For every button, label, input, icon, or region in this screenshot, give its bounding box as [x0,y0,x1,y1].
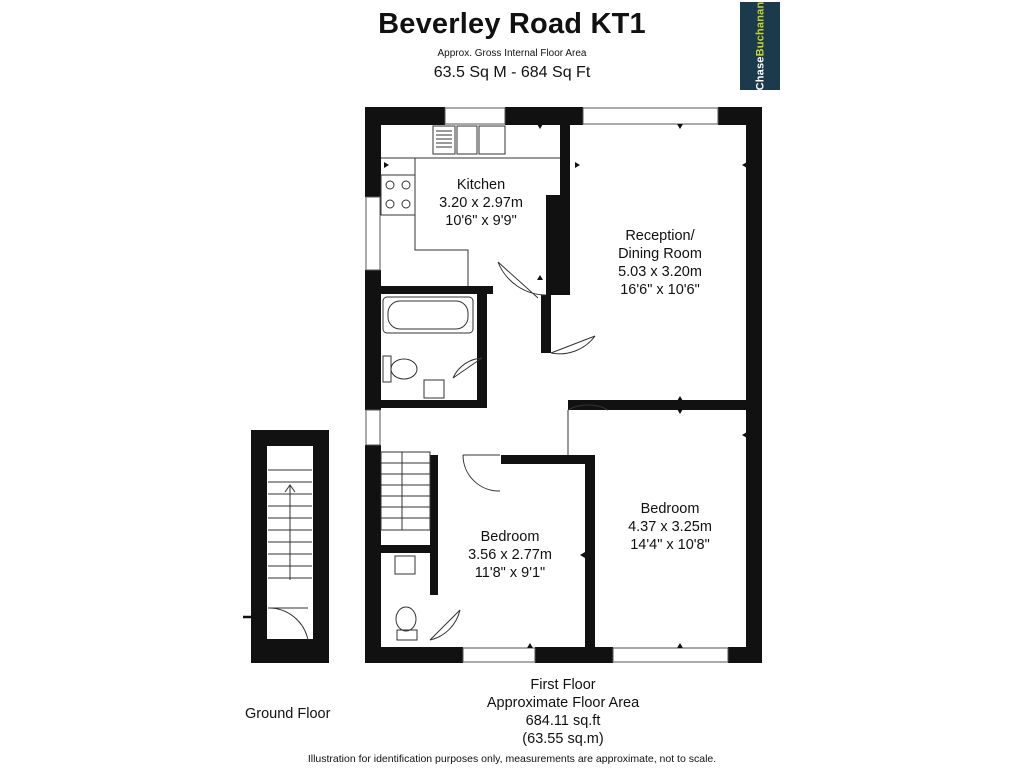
walls [251,107,762,663]
wall-top-left [365,107,445,125]
dimension-arrows [384,124,747,648]
hob-ring [401,199,411,209]
bathtub [382,296,474,334]
room-size-metric: 3.20 x 2.97m [439,195,523,211]
plan-title: Beverley Road KT1 [378,8,646,40]
room-name: Kitchen [456,177,506,193]
window-kitchen-left [365,196,381,271]
room-size-imperial: 16'6" x 10'6" [620,282,700,298]
room-name-line1: Reception/ [625,228,695,244]
first-floor-name: First Floor [530,677,596,693]
hob-ring [401,180,411,190]
wall-bottom-right [728,647,762,663]
plan-subtitle: Approx. Gross Internal Floor Area [437,48,587,59]
first-floor-area-label: Approximate Floor Area [486,695,640,711]
room-label-bedroom-large: Bedroom 4.37 x 3.25m 14'4" x 10'8" [605,500,735,554]
basin [423,379,445,399]
toilet-cistern [382,355,392,383]
wall-left-lower [365,445,381,663]
room-name: Bedroom [640,501,700,517]
door-ensuite [429,609,461,641]
sink-bowl-2 [478,125,506,155]
ground-wall-left [251,430,267,663]
room-label-bedroom-small: Bedroom 3.56 x 2.77m 11'8" x 9'1" [450,528,570,582]
door-reception [550,335,596,355]
first-floor-sqm: (63.55 sq.m) [522,731,604,747]
total-area: 63.5 Sq M - 684 Sq Ft [433,64,591,81]
wall-left-upper [365,107,381,197]
hob [380,174,416,216]
first-floor-sqft: 684.11 sq.ft [525,713,601,729]
door-bathroom [452,357,483,379]
wall-bottom-left [365,647,463,663]
disclaimer: Illustration for identification purposes… [307,753,717,765]
window-hall-left [365,409,381,446]
door-kitchen [497,261,547,299]
sink-bowl-1 [456,125,478,155]
window-reception-top [582,107,719,125]
bathroom-fittings [382,296,474,399]
ensuite-fittings [394,555,418,641]
wall-bathroom-bottom [381,400,487,408]
ensuite-cistern [396,629,418,641]
kitchen-fittings [380,125,560,286]
ensuite-toilet [395,606,417,632]
room-size-imperial: 14'4" x 10'8" [630,537,710,553]
ground-wall-top [251,430,329,446]
door-small-bedroom [462,454,501,492]
hob-ring [385,199,395,209]
wall-right [746,107,762,663]
window-small-bedroom [462,647,536,663]
wall-bathroom-top [381,286,493,294]
first-floor-summary: First Floor Approximate Floor Area 684.1… [440,676,686,748]
room-size-metric: 4.37 x 3.25m [628,519,712,535]
wall-ensuite-top [381,545,430,553]
wall-left-mid [365,270,381,410]
bathtub-inner [387,300,469,330]
ground-wall-right [313,430,329,663]
ground-floor-label: Ground Floor [245,706,331,722]
room-size-metric: 3.56 x 2.77m [468,547,552,563]
room-size-imperial: 10'6" x 9'9" [445,213,517,229]
doors [267,261,609,641]
ground-floor-stairs [268,469,312,580]
room-size-imperial: 11'8" x 9'1" [474,565,546,581]
hob-ring [385,180,395,190]
toilet-bowl [390,358,418,380]
sink-drainer [432,125,456,155]
wall-bedrooms-divider [585,455,595,647]
wall-ensuite-right [430,455,438,595]
room-label-reception: Reception/ Dining Room 5.03 x 3.20m 16'6… [595,227,725,299]
wall-bottom-mid [535,647,613,663]
door-large-bedroom [567,404,609,455]
entry-arrow-icon [243,612,259,622]
door-ground-entrance [267,607,309,641]
ensuite-basin [394,555,416,575]
first-floor-stairs [380,451,431,531]
wall-reception-bottom [568,400,746,410]
agency-logo: ChaseBuchanan [740,2,780,90]
windows [365,107,729,663]
room-label-kitchen: Kitchen 3.20 x 2.97m 10'6" x 9'9" [421,176,541,230]
window-large-bedroom [612,647,729,663]
room-size-metric: 5.03 x 3.20m [618,264,702,280]
wall-reception-lower-left [541,295,551,353]
room-name-line2: Dining Room [618,246,702,262]
window-kitchen-top [444,107,506,125]
stairwell [380,451,431,531]
wall-bathroom-right [477,286,487,408]
wall-small-bedroom-top [501,455,595,464]
ground-wall-bottom [251,639,329,663]
wall-kitchen-reception-thick [546,195,570,295]
wall-top-mid [505,107,583,125]
room-name: Bedroom [480,529,540,545]
